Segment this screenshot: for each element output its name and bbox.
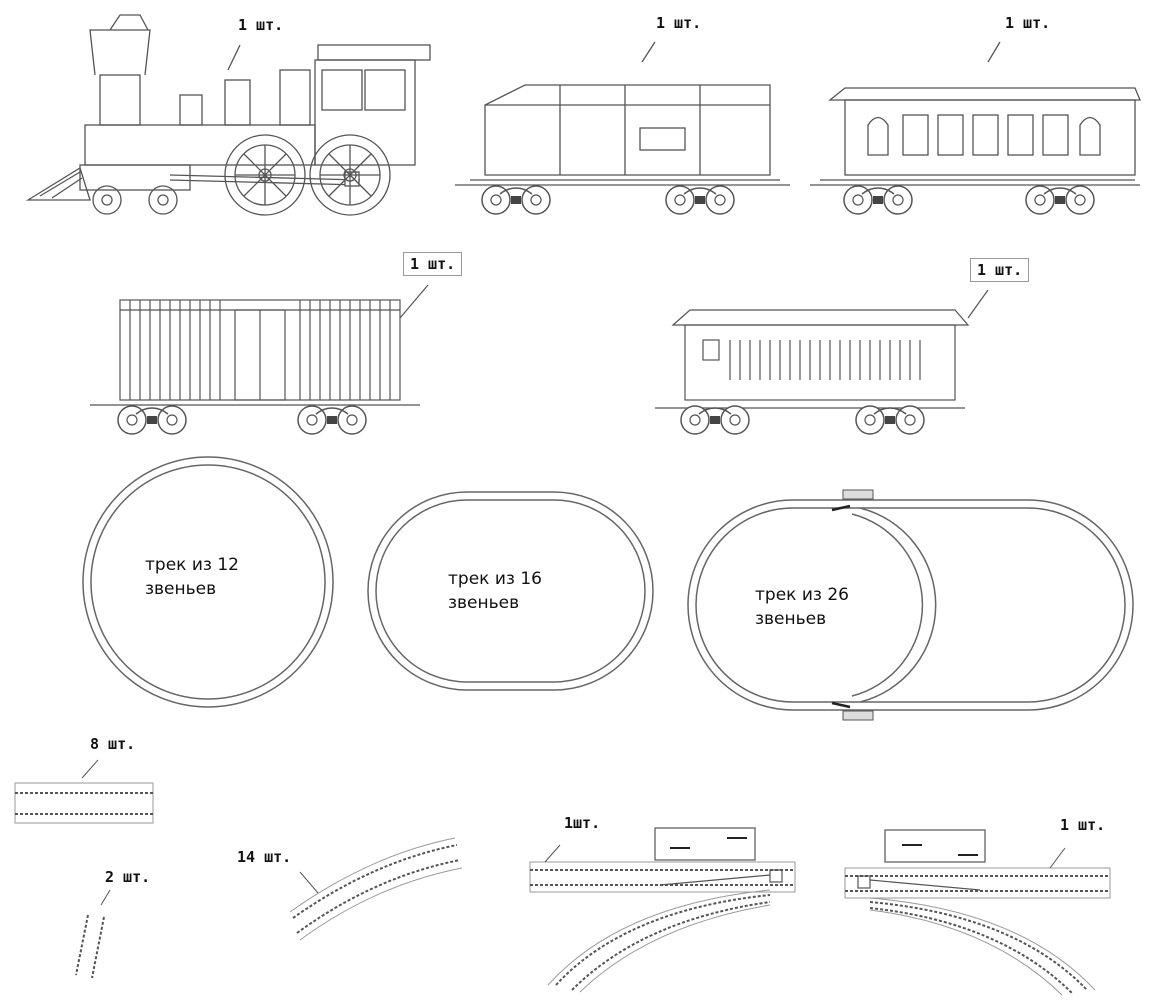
tender-qty-label: 1 шт.: [656, 14, 702, 32]
track-layout-12: [82, 456, 334, 708]
boxcar: [90, 284, 429, 406]
track-layout-26: [687, 489, 1134, 721]
track-12-caption: трек из 12 звеньев: [145, 553, 239, 601]
switch-right-qty-label: 1 шт.: [1060, 816, 1106, 834]
track-16-caption: трек из 16 звеньев: [448, 567, 542, 615]
switch-left: [529, 827, 796, 993]
curved-rail-qty-label: 14 шт.: [237, 848, 292, 866]
track-12-line2: звеньев: [145, 579, 217, 599]
switch-left-qty-label: 1шт.: [564, 814, 601, 832]
curved-rail: [289, 837, 463, 941]
passenger-car: [810, 41, 1141, 186]
straight-rail: [14, 759, 154, 824]
tender: [455, 41, 790, 186]
locomotive-qty-label: 1 шт.: [238, 16, 284, 34]
short-rail: [75, 889, 111, 979]
short-rail-qty-label: 2 шт.: [105, 868, 151, 886]
coach-car: [655, 289, 989, 409]
passenger-car-qty-label: 1 шт.: [1005, 14, 1051, 32]
track-12-line1: трек из 12: [145, 555, 239, 575]
track-26-line1: трек из 26: [755, 585, 849, 605]
boxcar-qty-label: 1 шт.: [403, 252, 463, 276]
track-16-line1: трек из 16: [448, 569, 542, 589]
coach-car-qty-label: 1 шт.: [970, 258, 1030, 282]
track-26-caption: трек из 26 звеньев: [755, 583, 849, 631]
track-16-line2: звеньев: [448, 593, 520, 613]
track-layout-16: [367, 491, 654, 691]
switch-right: [844, 829, 1111, 996]
track-26-line2: звеньев: [755, 609, 827, 629]
locomotive: [25, 14, 431, 216]
straight-rail-qty-label: 8 шт.: [90, 735, 136, 753]
